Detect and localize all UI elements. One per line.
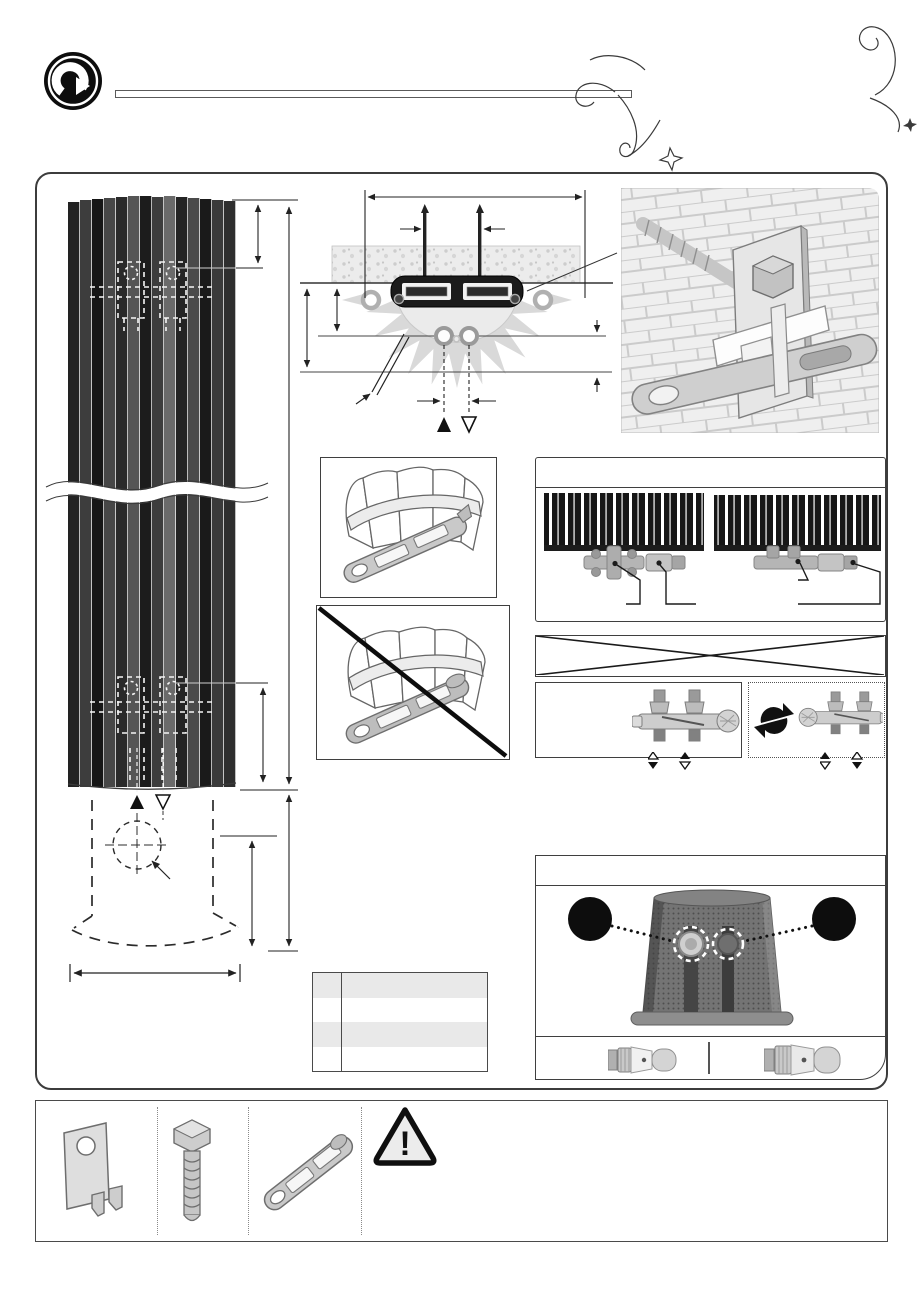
- option2-panel: [535, 855, 886, 1080]
- valve-row-divider: [708, 1042, 710, 1074]
- drill-hole-detail: [105, 813, 171, 880]
- row-label: [313, 1046, 343, 1071]
- lag-screw-icon: [172, 1119, 212, 1222]
- column-divider: [248, 1107, 249, 1235]
- jaga-logo-icon: [44, 52, 102, 110]
- dim-lines-section: [303, 190, 601, 414]
- wall-bracket-photo: [621, 188, 879, 433]
- mounting-bar-correct-box: [320, 457, 497, 598]
- standard-valve-icon: [632, 689, 740, 742]
- options-note-banner: [535, 635, 886, 677]
- table-row: [313, 973, 487, 998]
- set-43-badge: [568, 897, 612, 941]
- warning-icon: !: [373, 1107, 437, 1166]
- mounting-dimensions-diagram: [43, 190, 618, 982]
- included-parts-warning-box: !: [35, 1100, 888, 1242]
- option1-header: [536, 458, 885, 488]
- column-divider: [361, 1107, 362, 1235]
- main-diagram-frame: [35, 172, 888, 1090]
- row-label: [313, 1022, 343, 1047]
- dimensions-table: [312, 972, 488, 1072]
- set-44-badge: [812, 897, 856, 941]
- dim-lines-left: [175, 199, 298, 952]
- mounting-bar-icon: [263, 1134, 354, 1211]
- valve-head-row: [536, 1036, 885, 1079]
- option2-body: [536, 886, 885, 1036]
- table-row: [313, 1022, 487, 1047]
- eyecatchers-flourish-icon: [575, 26, 917, 172]
- mounting-bar-incorrect-box: [316, 605, 510, 760]
- flow-symbols-section: [437, 416, 478, 434]
- rotate-icon: [754, 703, 794, 738]
- table-row: [313, 1046, 487, 1071]
- standard-flow-symbols: [648, 752, 692, 770]
- svg-text:!: !: [399, 1125, 410, 1163]
- cross-out-icon: [536, 636, 884, 675]
- column-divider: [157, 1107, 158, 1235]
- flow-direction-symbols: [130, 748, 172, 820]
- row-label: [313, 973, 343, 998]
- prohibited-cross-line: [317, 606, 508, 758]
- swapped-flow-symbols: [820, 752, 864, 770]
- option1-valve-photos: [544, 493, 881, 605]
- option2-header: [536, 856, 885, 886]
- swapped-valve-icon: [798, 691, 883, 735]
- guard-outline: [71, 800, 239, 947]
- bracket-outline-top: [90, 261, 214, 331]
- radiator-top-section: [300, 204, 618, 388]
- dw-valve-head-icon: [608, 1046, 677, 1074]
- standard-valve-box: [535, 682, 742, 758]
- option1-panel: [535, 457, 886, 622]
- radiator-front-view: [43, 196, 271, 803]
- mounting-bar-incorrect-icon: [317, 606, 508, 758]
- bracket-outline-bottom: [90, 676, 214, 780]
- wall-bracket-plate-icon: [63, 1122, 123, 1217]
- dim-line-width-bottom: [69, 964, 241, 982]
- mounting-bar-correct-icon: [343, 466, 484, 583]
- dc-valve-head-icon: [764, 1044, 841, 1076]
- radiator-base-photo: [568, 889, 856, 1026]
- row-label: [313, 997, 343, 1022]
- swapped-valve-box: [748, 682, 885, 758]
- table-row: [313, 997, 487, 1022]
- instructions-title-box: [115, 90, 632, 98]
